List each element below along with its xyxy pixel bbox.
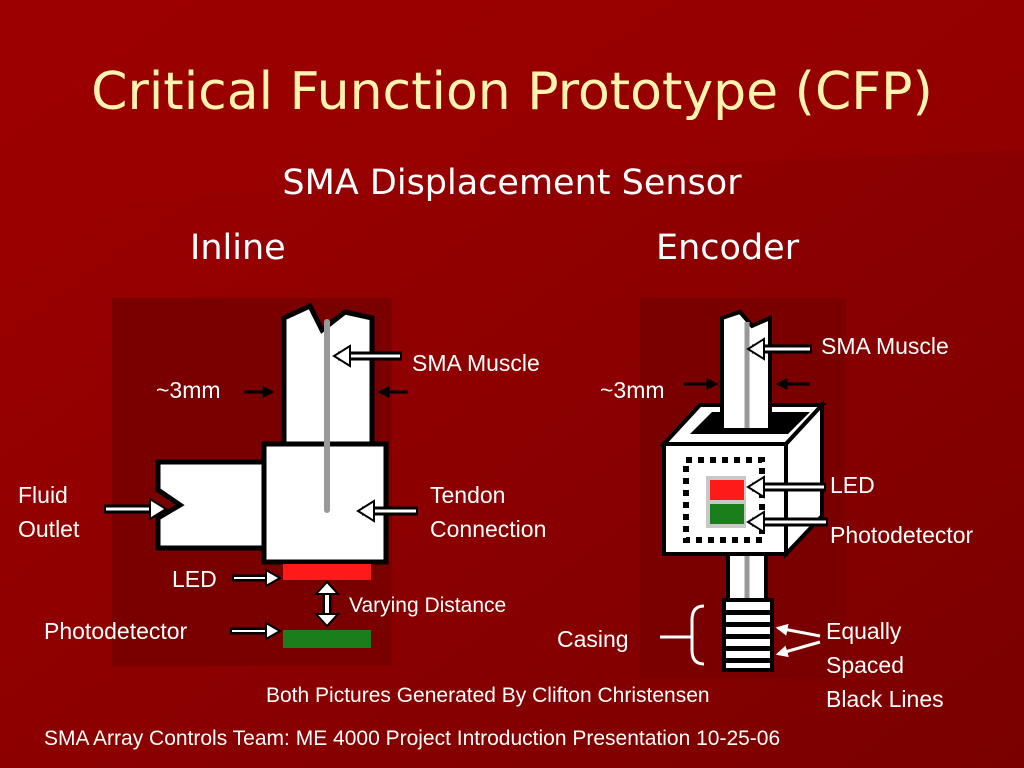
slide-footer: SMA Array Controls Team: ME 4000 Project… (44, 727, 781, 750)
inline-width-label: ~3mm (156, 377, 221, 403)
inline-diagram (104, 298, 418, 666)
encoder-diagram (640, 298, 846, 678)
encoder-photodetector (710, 504, 744, 524)
encoder-window-frame (683, 457, 765, 543)
varying-distance-arrow (313, 580, 341, 628)
credit-text: Both Pictures Generated By Clifton Chris… (266, 684, 710, 707)
inline-sma-muscle-label: SMA Muscle (412, 350, 540, 376)
encoder-photodetector-label: Photodetector (830, 522, 974, 548)
tendon-label-line2: Connection (430, 516, 547, 542)
encoder-led-label: LED (830, 472, 875, 498)
black-lines-label-line1: Equally (826, 618, 902, 644)
inline-arrows (104, 344, 418, 641)
tendon-label-line1: Tendon (430, 482, 506, 508)
encoder-heading: Encoder (656, 228, 800, 268)
encoder-black-lines (726, 610, 770, 663)
fluid-outlet-label-line1: Fluid (18, 482, 68, 508)
fluid-outlet-label-line2: Outlet (18, 516, 80, 542)
inline-heading: Inline (190, 228, 286, 268)
slide-title: Critical Function Prototype (CFP) (91, 62, 933, 122)
inline-led (283, 564, 371, 580)
black-lines-label-line3: Black Lines (826, 686, 944, 712)
casing-bracket (690, 604, 705, 666)
inline-led-label: LED (172, 566, 217, 592)
slide-subtitle: SMA Displacement Sensor (282, 163, 742, 203)
black-lines-label-line2: Spaced (826, 652, 905, 678)
encoder-width-label: ~3mm (600, 377, 665, 403)
casing-label: Casing (557, 626, 629, 652)
varying-distance-label: Varying Distance (349, 594, 507, 617)
inline-photodetector-label: Photodetector (44, 618, 188, 644)
encoder-sma-muscle-label: SMA Muscle (821, 333, 949, 359)
encoder-led (710, 480, 744, 500)
inline-photodetector (283, 630, 371, 648)
encoder-arrows (684, 337, 828, 658)
